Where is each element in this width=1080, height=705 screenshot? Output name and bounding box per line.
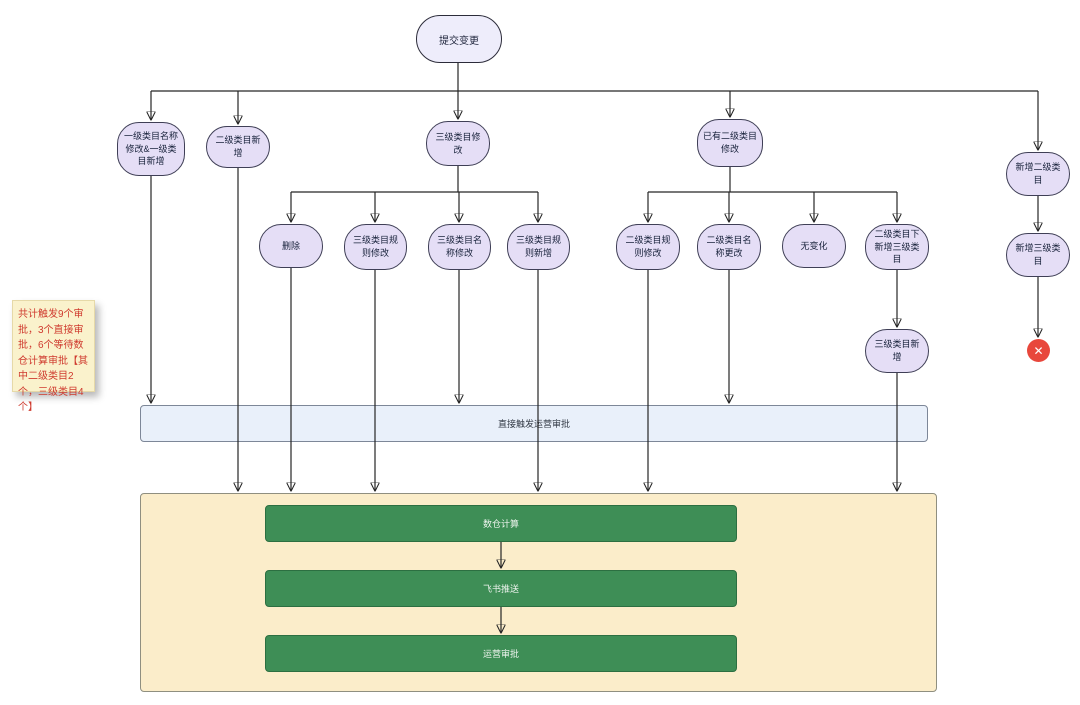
node-label: 三级类目名称修改 <box>436 235 482 258</box>
reject-end-icon: ✕ <box>1027 339 1050 362</box>
node-l3-rule-add: 三级类目规则新增 <box>507 224 570 270</box>
node-label: 删除 <box>281 240 300 251</box>
feishu-push-bar: 飞书推送 <box>265 570 737 607</box>
node-l3-rule-modify: 三级类目规则修改 <box>344 224 407 270</box>
node-label: 三级类目修改 <box>435 131 481 155</box>
bar-label: 运营审批 <box>482 649 519 659</box>
bar-label: 飞书推送 <box>482 584 519 594</box>
node-l2-rule-modify: 二级类目规则修改 <box>616 224 680 270</box>
node-label: 三级类目规则修改 <box>352 235 398 258</box>
summary-note-text: 共计触发9个审批，3个直接审批，6个等待数仓计算审批【其中二级类目2个，三级类目… <box>18 309 88 413</box>
x-glyph: ✕ <box>1033 343 1044 358</box>
node-label: 新增三级类目 <box>1015 243 1061 266</box>
node-l3-modify: 三级类目修改 <box>426 121 490 166</box>
node-label: 一级类目名称修改&一级类目新增 <box>123 131 178 167</box>
bar-label: 直接触发运营审批 <box>497 419 570 429</box>
node-label: 二级类目下新增三级类目 <box>874 229 920 265</box>
node-new-l2: 新增二级类目 <box>1006 152 1070 196</box>
dw-calc-bar: 数仓计算 <box>265 505 737 542</box>
node-label: 二级类目规则修改 <box>625 235 671 258</box>
node-l2-name-change: 二级类目名称更改 <box>697 224 761 270</box>
node-new-l3: 新增三级类目 <box>1006 233 1070 277</box>
node-l1-name-change-add: 一级类目名称修改&一级类目新增 <box>117 122 185 176</box>
node-existing-l2-modify: 已有二级类目修改 <box>697 119 763 167</box>
node-l3-name-modify: 三级类目名称修改 <box>428 224 491 270</box>
node-l2-add: 二级类目新增 <box>206 126 270 168</box>
bar-label: 数仓计算 <box>482 519 519 529</box>
node-l3-under-l2-add: 二级类目下新增三级类目 <box>865 224 929 270</box>
node-label: 二级类目名称更改 <box>706 235 752 258</box>
node-start-label: 提交变更 <box>439 35 479 47</box>
ops-approval-bar: 运营审批 <box>265 635 737 672</box>
direct-ops-approval-bar: 直接触发运营审批 <box>140 405 928 442</box>
node-label: 三级类目规则新增 <box>515 235 561 258</box>
node-label: 无变化 <box>800 240 828 251</box>
node-no-change: 无变化 <box>782 224 846 268</box>
node-start: 提交变更 <box>416 15 502 63</box>
node-delete: 删除 <box>259 224 323 268</box>
node-l3-add: 三级类目新增 <box>865 329 929 373</box>
node-label: 三级类目新增 <box>874 339 920 362</box>
node-label: 新增二级类目 <box>1015 162 1061 185</box>
node-label: 已有二级类目修改 <box>703 131 758 154</box>
node-label: 二级类目新增 <box>215 135 261 158</box>
summary-note: 共计触发9个审批，3个直接审批，6个等待数仓计算审批【其中二级类目2个，三级类目… <box>12 300 95 413</box>
